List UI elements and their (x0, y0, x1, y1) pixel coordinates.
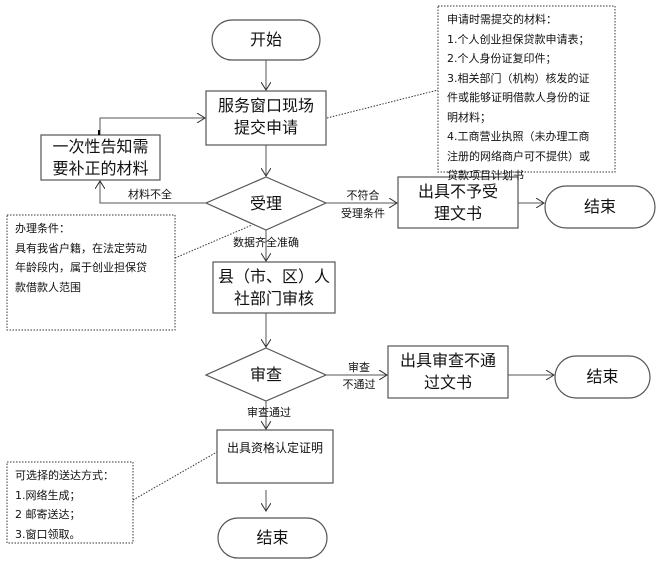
note-line: 2 邮寄送达； (15, 508, 81, 521)
reject-review-label-2: 过文书 (423, 373, 472, 392)
edge-label-review-fail-2: 不通过 (342, 378, 376, 391)
note-line: 1.网络生成； (15, 488, 81, 502)
notify-label-1: 一次性告知需 (52, 137, 149, 156)
reject-accept-label-1: 出具不予受 (417, 182, 498, 201)
note-line: 3.相关部门（机构）核发的证 (447, 71, 590, 85)
edge-label-complete: 数据齐全准确 (233, 236, 299, 249)
conditions-note: 办理条件： 具有我省户籍，在法定劳动 年龄段内，属于创业担保贷 款借款人范围 (15, 219, 147, 297)
note-line: 年龄段内，属于创业担保贷 (15, 261, 147, 274)
delivery-note: 可选择的送达方式： 1.网络生成； 2 邮寄送达； 3.窗口领取。 (15, 466, 114, 544)
note-line: 2.个人身份证复印件； (447, 52, 557, 65)
materials-note-box (437, 5, 616, 173)
end1-label: 结束 (583, 197, 616, 216)
note-line: 可选择的送达方式： (15, 469, 114, 482)
certificate-label: 出具资格认定证明 (226, 441, 323, 455)
submit-label-1: 服务窗口现场 (217, 96, 314, 115)
end1-terminal (544, 185, 656, 229)
review-label: 审查 (249, 365, 282, 384)
end2-label: 结束 (586, 367, 619, 386)
note-line: 1.个人创业担保贷款申请表； (447, 32, 590, 46)
accept-label: 受理 (249, 194, 282, 213)
reject-accept-box (397, 176, 519, 229)
reject-review-box (387, 345, 509, 399)
reject-review-label-1: 出具审查不通 (399, 351, 496, 370)
review-dept-box (212, 261, 336, 314)
delivery-note-box (6, 461, 134, 544)
edge-label-not-qualified-1: 不符合 (346, 189, 380, 202)
reject-accept-label-2: 理文书 (433, 204, 482, 223)
submit-box (205, 90, 327, 146)
note-line: 款借款人范围 (15, 280, 81, 294)
end3-label: 结束 (256, 528, 289, 547)
note-line: 办理条件： (15, 222, 70, 235)
edge-label-review-pass: 审查通过 (247, 406, 291, 419)
note-line: 贷款项目计划书 (447, 169, 524, 182)
submit-label-2: 提交申请 (233, 118, 298, 137)
edge-label-incomplete: 材料不全 (128, 188, 172, 201)
note-line: 注册的网络商户可不提供）或 (447, 149, 590, 163)
end2-terminal (554, 355, 651, 399)
review-dept-label-2: 社部门审核 (233, 289, 314, 308)
note-line: 3.窗口领取。 (15, 527, 81, 541)
materials-note: 申请时需提交的材料： 1.个人创业担保贷款申请表； 2.个人身份证复印件； 3.… (447, 10, 590, 186)
note-line: 4.工商营业执照（未办理工商 (447, 130, 590, 143)
note-line: 申请时需提交的材料： (447, 13, 557, 26)
certificate-box (216, 429, 334, 484)
review-dept-label-1: 县（市、区）人 (217, 267, 330, 286)
end3-terminal (217, 517, 328, 559)
conditions-note-box (6, 214, 176, 331)
edge-label-not-qualified-2: 受理条件 (341, 207, 385, 220)
note-line: 具有我省户籍，在法定劳动 (15, 241, 147, 255)
notify-label-2: 要补正的材料 (52, 159, 149, 178)
note-line: 件或能够证明借款人身份的证 (447, 91, 590, 104)
note-line: 明材料； (447, 110, 491, 124)
start-label: 开始 (249, 30, 282, 49)
edge-label-review-fail-1: 审查 (348, 361, 370, 374)
